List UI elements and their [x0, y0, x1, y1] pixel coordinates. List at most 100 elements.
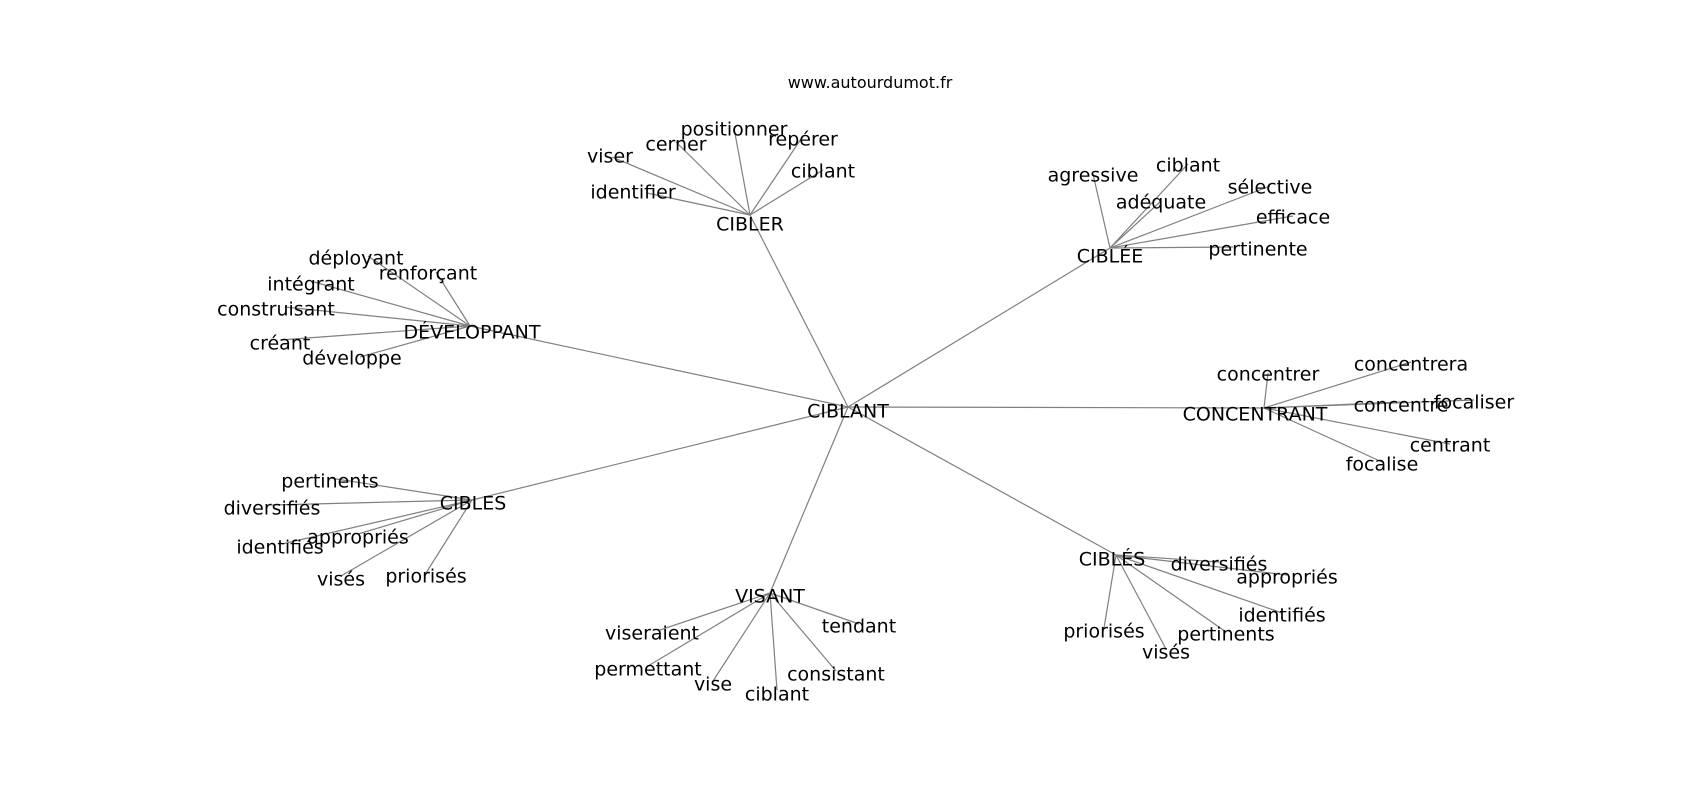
- leaf-node: tendant: [822, 616, 896, 638]
- edge-hub-4-leaf-0: [329, 477, 473, 501]
- edge-root-hub-0: [749, 214, 849, 408]
- hub-node: CIBLER: [716, 214, 784, 236]
- leaf-node: vise: [694, 674, 732, 696]
- leaf-node: adéquate: [1116, 192, 1206, 214]
- leaf-node: consistant: [787, 664, 885, 686]
- edge-hub-4-leaf-2: [357, 499, 473, 535]
- edge-hub-3-leaf-0: [1263, 372, 1269, 409]
- edge-hub-4-leaf-4: [425, 499, 473, 574]
- edge-hub-2-leaf-5: [359, 325, 471, 358]
- edge-hub-3-leaf-3: [1263, 399, 1475, 409]
- root-node: CIBLANT: [807, 401, 889, 423]
- edge-hub-6-leaf-3: [769, 592, 837, 672]
- edge-hub-3-leaf-4: [1263, 407, 1451, 445]
- hub-node: CONCENTRANT: [1183, 404, 1328, 426]
- edge-root-hub-5: [847, 406, 1117, 556]
- edge-hub-1-leaf-3: [1109, 200, 1162, 249]
- leaf-node: priorisés: [1063, 621, 1144, 643]
- leaf-node: focalise: [1346, 454, 1419, 476]
- leaf-node: pertinente: [1208, 239, 1307, 261]
- edge-hub-3-leaf-5: [1263, 407, 1383, 463]
- edge-hub-5-leaf-0: [1115, 554, 1220, 563]
- hub-node: CIBLÉE: [1077, 245, 1144, 268]
- edge-root-hub-1: [847, 247, 1111, 408]
- leaf-node: viser: [587, 146, 633, 168]
- edge-root-hub-6: [769, 406, 849, 594]
- edge-hub-4-leaf-5: [340, 499, 473, 577]
- leaf-node: diversifiés: [1171, 554, 1268, 576]
- edge-hub-0-leaf-2: [749, 135, 804, 216]
- leaf-node: ciblant: [745, 684, 809, 706]
- edge-hub-0-leaf-4: [749, 169, 824, 216]
- leaf-node: viseraient: [605, 623, 699, 645]
- edge-hub-0-leaf-5: [646, 192, 751, 216]
- leaf-node: renforçant: [379, 263, 477, 285]
- leaf-node: intégrant: [267, 274, 354, 296]
- leaf-node: construisant: [217, 299, 335, 321]
- edge-hub-3-leaf-1: [1263, 361, 1412, 409]
- hub-node: VISANT: [735, 586, 805, 608]
- leaf-node: priorisés: [385, 566, 466, 588]
- edge-hub-5-leaf-4: [1103, 554, 1117, 629]
- leaf-node: ciblant: [1156, 155, 1220, 177]
- edge-hub-6-leaf-5: [769, 592, 778, 691]
- leaf-node: pertinents: [1177, 624, 1274, 646]
- edge-hub-1-leaf-1: [1109, 163, 1189, 249]
- hub-node: DÉVELOPPANT: [403, 321, 540, 344]
- leaf-node: efficace: [1256, 207, 1330, 229]
- edge-root-hub-3: [847, 406, 1265, 409]
- edge-hub-1-leaf-0: [1092, 173, 1111, 249]
- edge-hub-5-leaf-5: [1115, 554, 1167, 650]
- leaf-node: permettant: [594, 659, 701, 681]
- edge-root-hub-2: [469, 325, 849, 408]
- leaf-node: visés: [317, 569, 365, 591]
- edge-hub-2-leaf-4: [279, 325, 471, 341]
- leaf-node: appropriés: [1236, 567, 1338, 589]
- leaf-node: centrant: [1410, 435, 1491, 457]
- source-url: www.autourdumot.fr: [788, 73, 953, 92]
- leaf-node: visés: [1142, 642, 1190, 664]
- leaf-node: identifier: [590, 182, 675, 204]
- leaf-node: créant: [250, 333, 311, 355]
- edge-hub-5-leaf-2: [1115, 554, 1283, 614]
- leaf-node: identifiés: [236, 537, 323, 559]
- edge-hub-6-leaf-4: [712, 592, 771, 682]
- edge-hub-2-leaf-2: [313, 281, 471, 327]
- hub-node: CIBLÉS: [1079, 548, 1146, 571]
- edge-hub-2-leaf-1: [435, 271, 471, 327]
- edge-hub-5-leaf-3: [1115, 554, 1227, 633]
- edge-hub-4-leaf-3: [281, 499, 473, 545]
- edge-hub-5-leaf-1: [1115, 554, 1288, 576]
- edge-hub-0-leaf-0: [733, 127, 751, 216]
- leaf-node: positionner: [681, 119, 788, 141]
- edge-root-hub-4: [471, 406, 849, 501]
- leaf-node: identifiés: [1238, 605, 1325, 627]
- leaf-node: appropriés: [307, 527, 409, 549]
- leaf-node: agressive: [1048, 165, 1139, 187]
- edges-layer: [271, 127, 1475, 691]
- leaf-node: repérer: [768, 129, 838, 151]
- edge-hub-6-leaf-1: [769, 592, 860, 625]
- edge-hub-0-leaf-1: [675, 141, 751, 216]
- leaf-node: concentrera: [1354, 354, 1468, 376]
- leaf-node: concentrer: [1217, 364, 1320, 386]
- leaf-node: développe: [302, 348, 401, 370]
- edge-hub-2-leaf-3: [284, 306, 471, 327]
- edge-hub-1-leaf-2: [1109, 185, 1271, 249]
- leaf-node: sélective: [1228, 177, 1313, 199]
- leaf-node: cerner: [645, 134, 706, 156]
- leaf-node: focaliser: [1434, 392, 1515, 414]
- leaf-node: diversifiés: [224, 498, 321, 520]
- edge-hub-0-leaf-3: [611, 156, 751, 216]
- leaf-node: ciblant: [791, 161, 855, 183]
- hub-node: CIBLES: [440, 493, 507, 515]
- edge-hub-1-leaf-5: [1109, 246, 1234, 249]
- edge-hub-4-leaf-1: [271, 499, 473, 506]
- leaf-node: concentre: [1354, 395, 1449, 417]
- edge-hub-6-leaf-0: [659, 592, 771, 631]
- leaf-node: déployant: [308, 248, 403, 270]
- edge-hub-6-leaf-2: [647, 592, 771, 667]
- edge-hub-1-leaf-4: [1109, 215, 1294, 249]
